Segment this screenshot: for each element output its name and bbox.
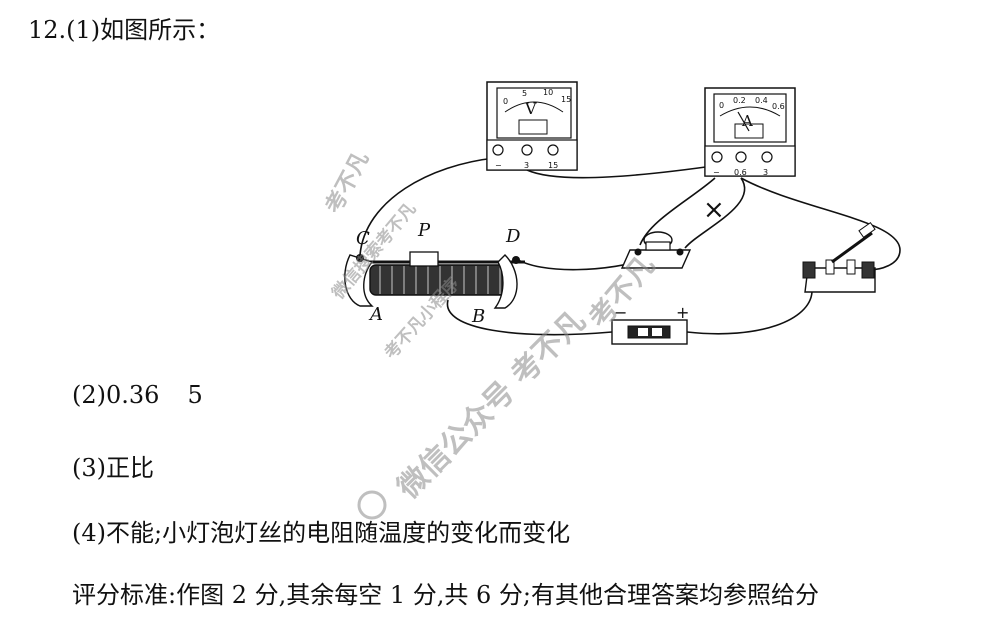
svg-text:0: 0: [719, 101, 724, 110]
svg-text:0: 0: [503, 97, 508, 106]
battery-minus: −: [614, 303, 627, 322]
wire-ammeter-to-switch: [740, 177, 901, 271]
answer-2: (2)0.36 5: [72, 381, 203, 409]
battery-plus: +: [676, 303, 689, 322]
label-b: B: [471, 306, 485, 327]
svg-text:考不凡: 考不凡: [321, 148, 374, 218]
switch: [802, 222, 876, 293]
label-d: D: [505, 226, 521, 247]
ammeter-symbol: A: [741, 112, 753, 130]
svg-text:3: 3: [763, 168, 768, 177]
answer-2-current: (2)0.36: [72, 381, 160, 409]
svg-text:−: −: [713, 168, 720, 177]
svg-text:0.2: 0.2: [733, 96, 746, 105]
voltmeter-symbol: V: [524, 99, 537, 118]
wire-b-to-battery: [446, 299, 613, 336]
wire-c-to-voltmeter: [359, 157, 496, 256]
answer-3: (3)正比: [72, 454, 154, 482]
answer-2-resistance: 5: [187, 381, 203, 409]
svg-text:0.6: 0.6: [734, 168, 747, 177]
battery: − +: [611, 303, 689, 345]
lamp: [620, 231, 692, 269]
rheostat: C P D A B: [344, 220, 525, 327]
wire-ammeter-to-lamp-right: [684, 177, 746, 249]
wire-voltmeter-to-ammeter: [526, 164, 721, 179]
wires: [359, 157, 901, 336]
wire-battery-to-switch: [686, 291, 813, 335]
answer-4: (4)不能;小灯泡灯丝的电阻随温度的变化而变化: [72, 519, 571, 547]
label-a: A: [368, 304, 383, 325]
svg-text:15: 15: [548, 161, 558, 170]
svg-text:3: 3: [524, 161, 529, 170]
label-p: P: [417, 220, 431, 241]
svg-text:15: 15: [561, 95, 571, 104]
svg-text:−: −: [495, 161, 502, 170]
ammeter: A 0 0.2 0.4 0.6 − 0.6 3: [704, 87, 796, 177]
voltmeter: V 0 5 10 15 − 3 15: [486, 81, 578, 171]
scoring-rubric: 评分标准:作图 2 分,其余每空 1 分,共 6 分;有其他合理答案均参照给分: [72, 581, 820, 609]
svg-text:0.6: 0.6: [772, 102, 785, 111]
cross-mark: ×: [703, 195, 725, 225]
label-c: C: [356, 228, 370, 249]
question-heading: 12.(1)如图所示：: [28, 16, 221, 44]
svg-text:10: 10: [543, 88, 553, 97]
svg-text:5: 5: [522, 89, 527, 98]
svg-text:0.4: 0.4: [755, 96, 768, 105]
